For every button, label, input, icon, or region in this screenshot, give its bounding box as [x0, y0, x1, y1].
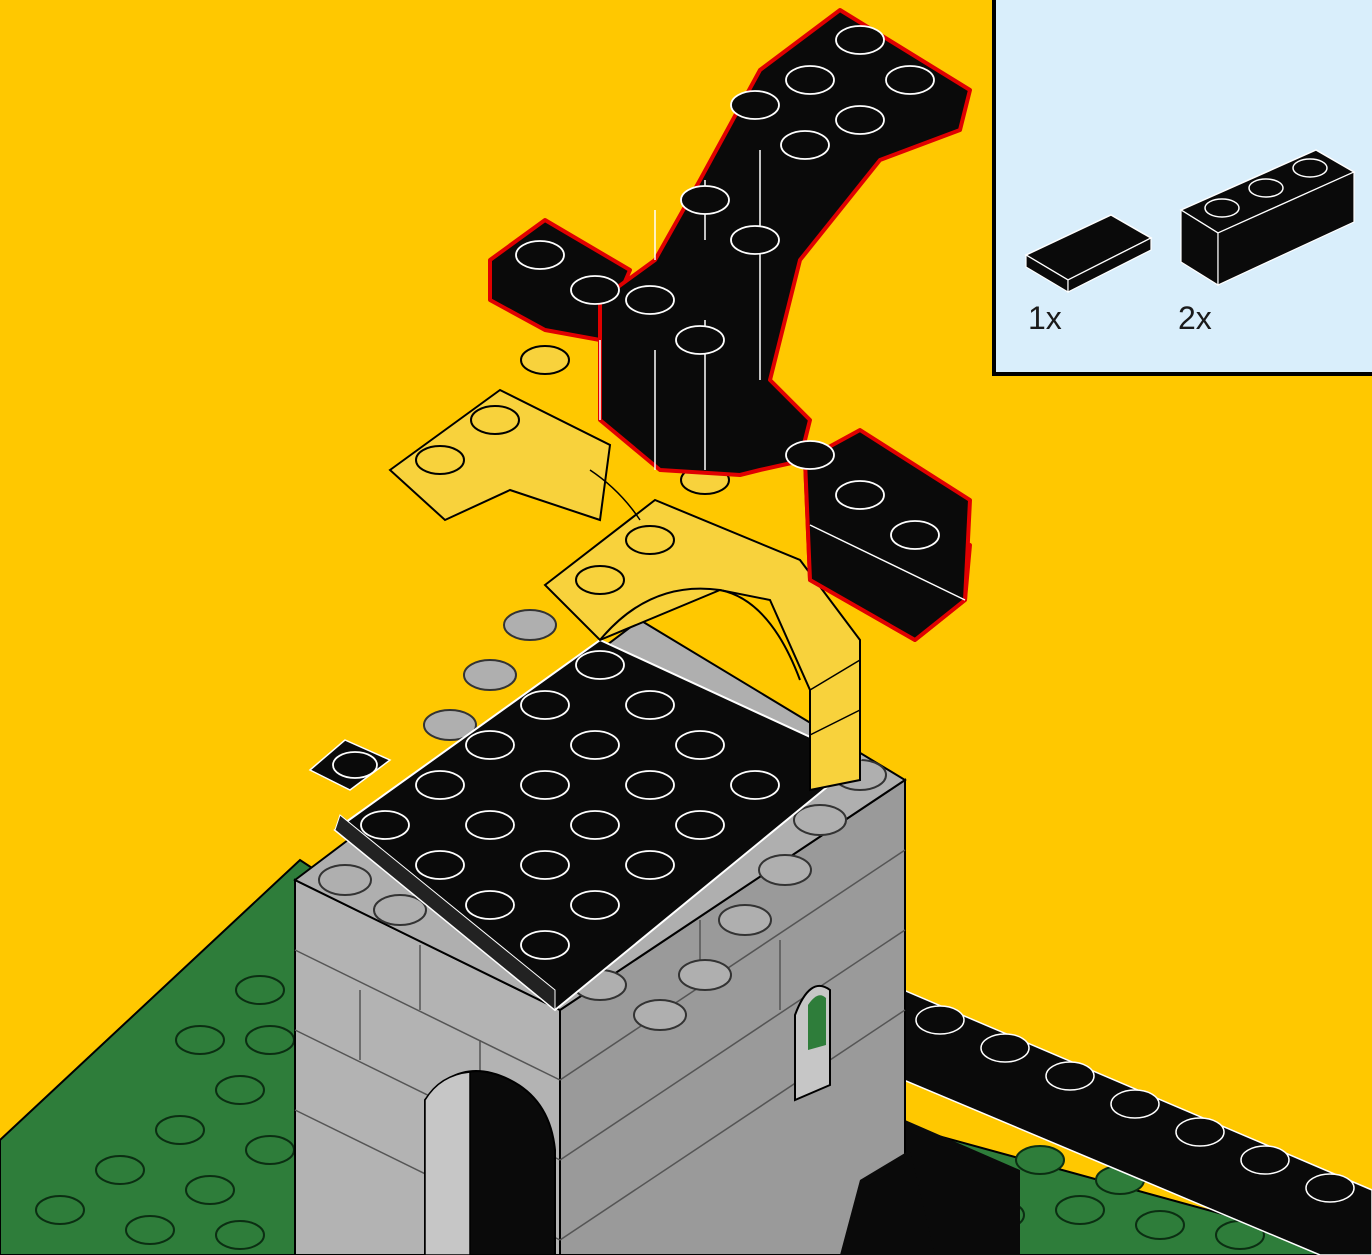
brick-1x3-black-icon [996, 0, 1372, 300]
parts-callout: 1x 2x [992, 0, 1372, 376]
part-quantity-2: 2x [1178, 300, 1212, 337]
part-quantity-1: 1x [1028, 300, 1062, 337]
